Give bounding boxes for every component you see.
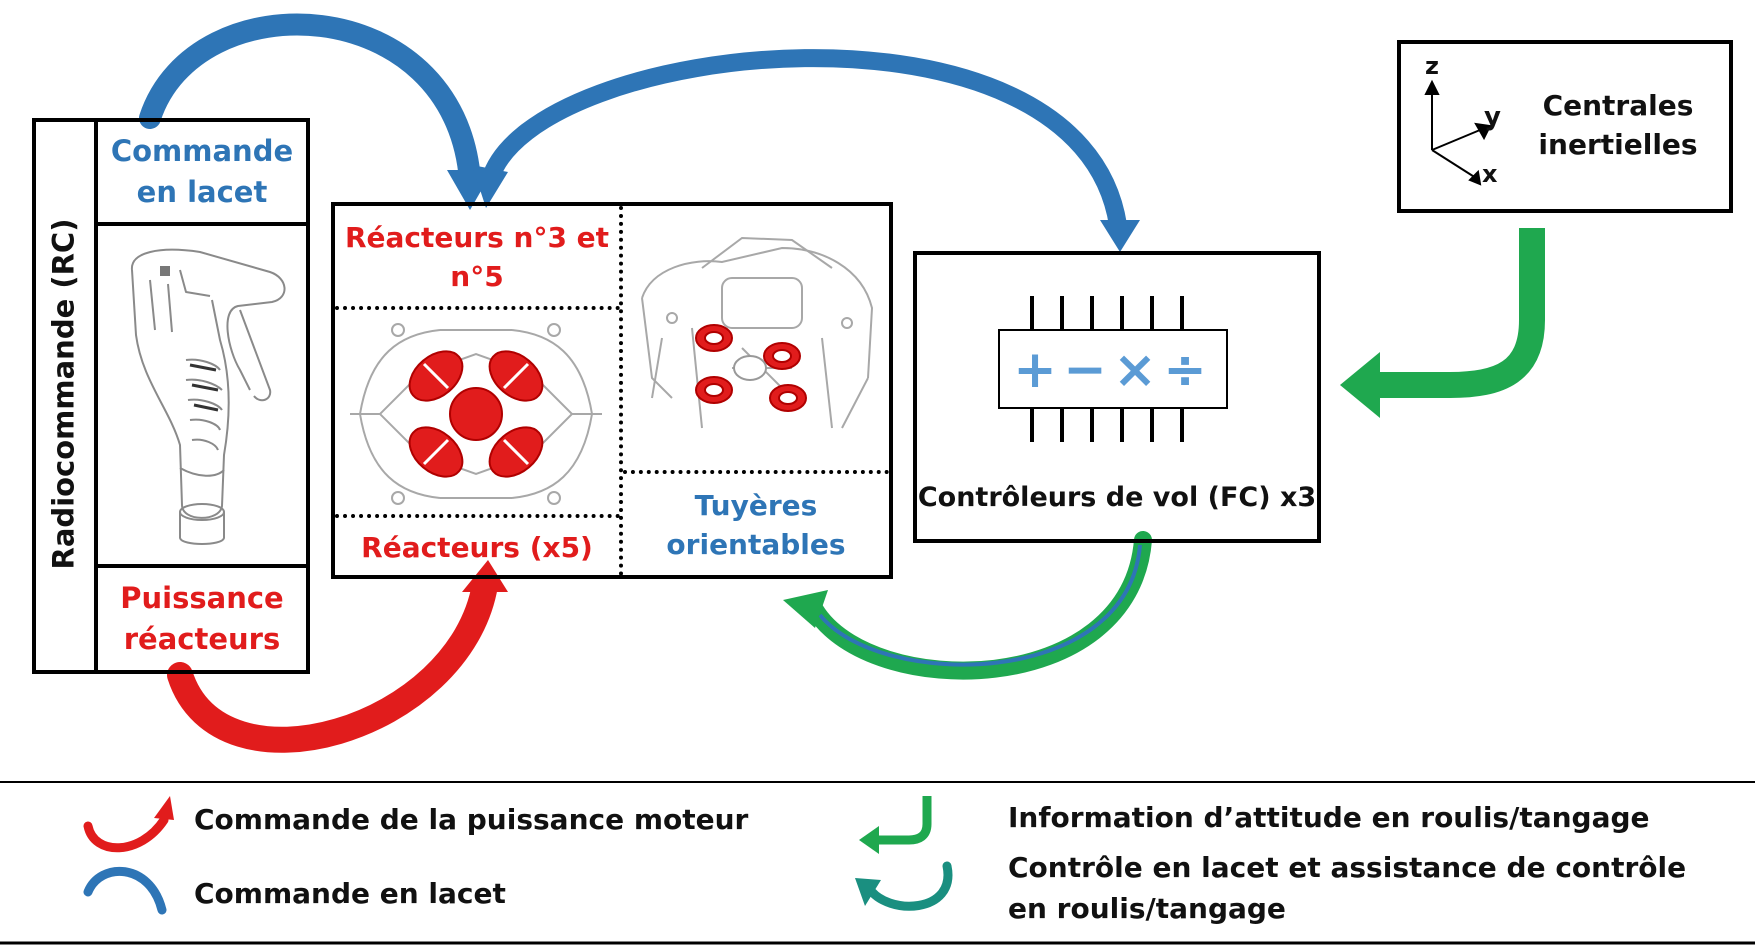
legend-label-power: Commande de la puissance moteur <box>194 803 749 836</box>
joystick-illustration <box>130 248 286 545</box>
green-arrow-imu-to-fc <box>1340 228 1545 418</box>
math-chip-icon <box>998 296 1228 442</box>
fc-label: Contrôleurs de vol (FC) x3 <box>917 482 1317 514</box>
multiply-icon: × <box>1113 340 1157 400</box>
engines-divider-vertical <box>619 206 623 576</box>
minus-icon: − <box>1063 340 1107 400</box>
axis-y-label: y <box>1484 102 1501 132</box>
axis-z-label: z <box>1425 52 1439 80</box>
blue-arrow-fc-to-engines <box>472 49 1140 252</box>
engines-divider-top <box>335 306 620 310</box>
legend-label-yaw-assist: Contrôle en lacet et assistance de contr… <box>1008 851 1687 925</box>
legend-icons-left <box>83 796 174 915</box>
engines-count-label: Réacteurs (x5) <box>361 530 593 564</box>
engines-box <box>331 202 893 579</box>
rc-box <box>32 118 310 674</box>
plus-icon: + <box>1013 340 1057 400</box>
axis-x-label: x <box>1482 160 1498 188</box>
divide-icon: ÷ <box>1163 340 1207 400</box>
engines-divider-bottom <box>335 514 620 518</box>
drone-3d-view-illustration <box>641 236 874 429</box>
green-blue-arrow-fc-to-nozzles <box>783 531 1152 680</box>
legend-label-attitude: Information d’attitude en roulis/tangage <box>1008 801 1650 834</box>
teal-curved-arrow-icon <box>855 861 953 911</box>
engines-top-label: Réacteurs n°3 et n°5 <box>344 220 610 293</box>
nozzles-divider <box>623 470 889 474</box>
rc-power-label: Puissance réacteurs <box>120 581 284 656</box>
drone-top-view-illustration <box>350 323 602 505</box>
flight-controller-box <box>913 251 1321 543</box>
imu-label: Centrales inertielles <box>1538 88 1698 161</box>
blue-curved-arrow-icon <box>83 866 167 915</box>
rc-divider-2 <box>96 564 310 568</box>
imu-box <box>1397 40 1733 213</box>
axes-icon <box>1424 79 1492 186</box>
rc-divider-1 <box>96 222 310 226</box>
legend-label-yaw: Commande en lacet <box>194 877 506 910</box>
rc-title: Radiocommande (RC) <box>46 218 80 570</box>
legend-icons-right <box>855 796 953 911</box>
red-curved-arrow-icon <box>83 796 174 853</box>
chip-operators: + − × ÷ <box>1010 334 1210 406</box>
green-hook-arrow-icon <box>859 796 932 854</box>
rc-divider-vertical <box>94 118 98 674</box>
nozzles-label: Tuyères orientables <box>666 488 846 561</box>
rc-yaw-command-label: Commande en lacet <box>110 134 294 209</box>
